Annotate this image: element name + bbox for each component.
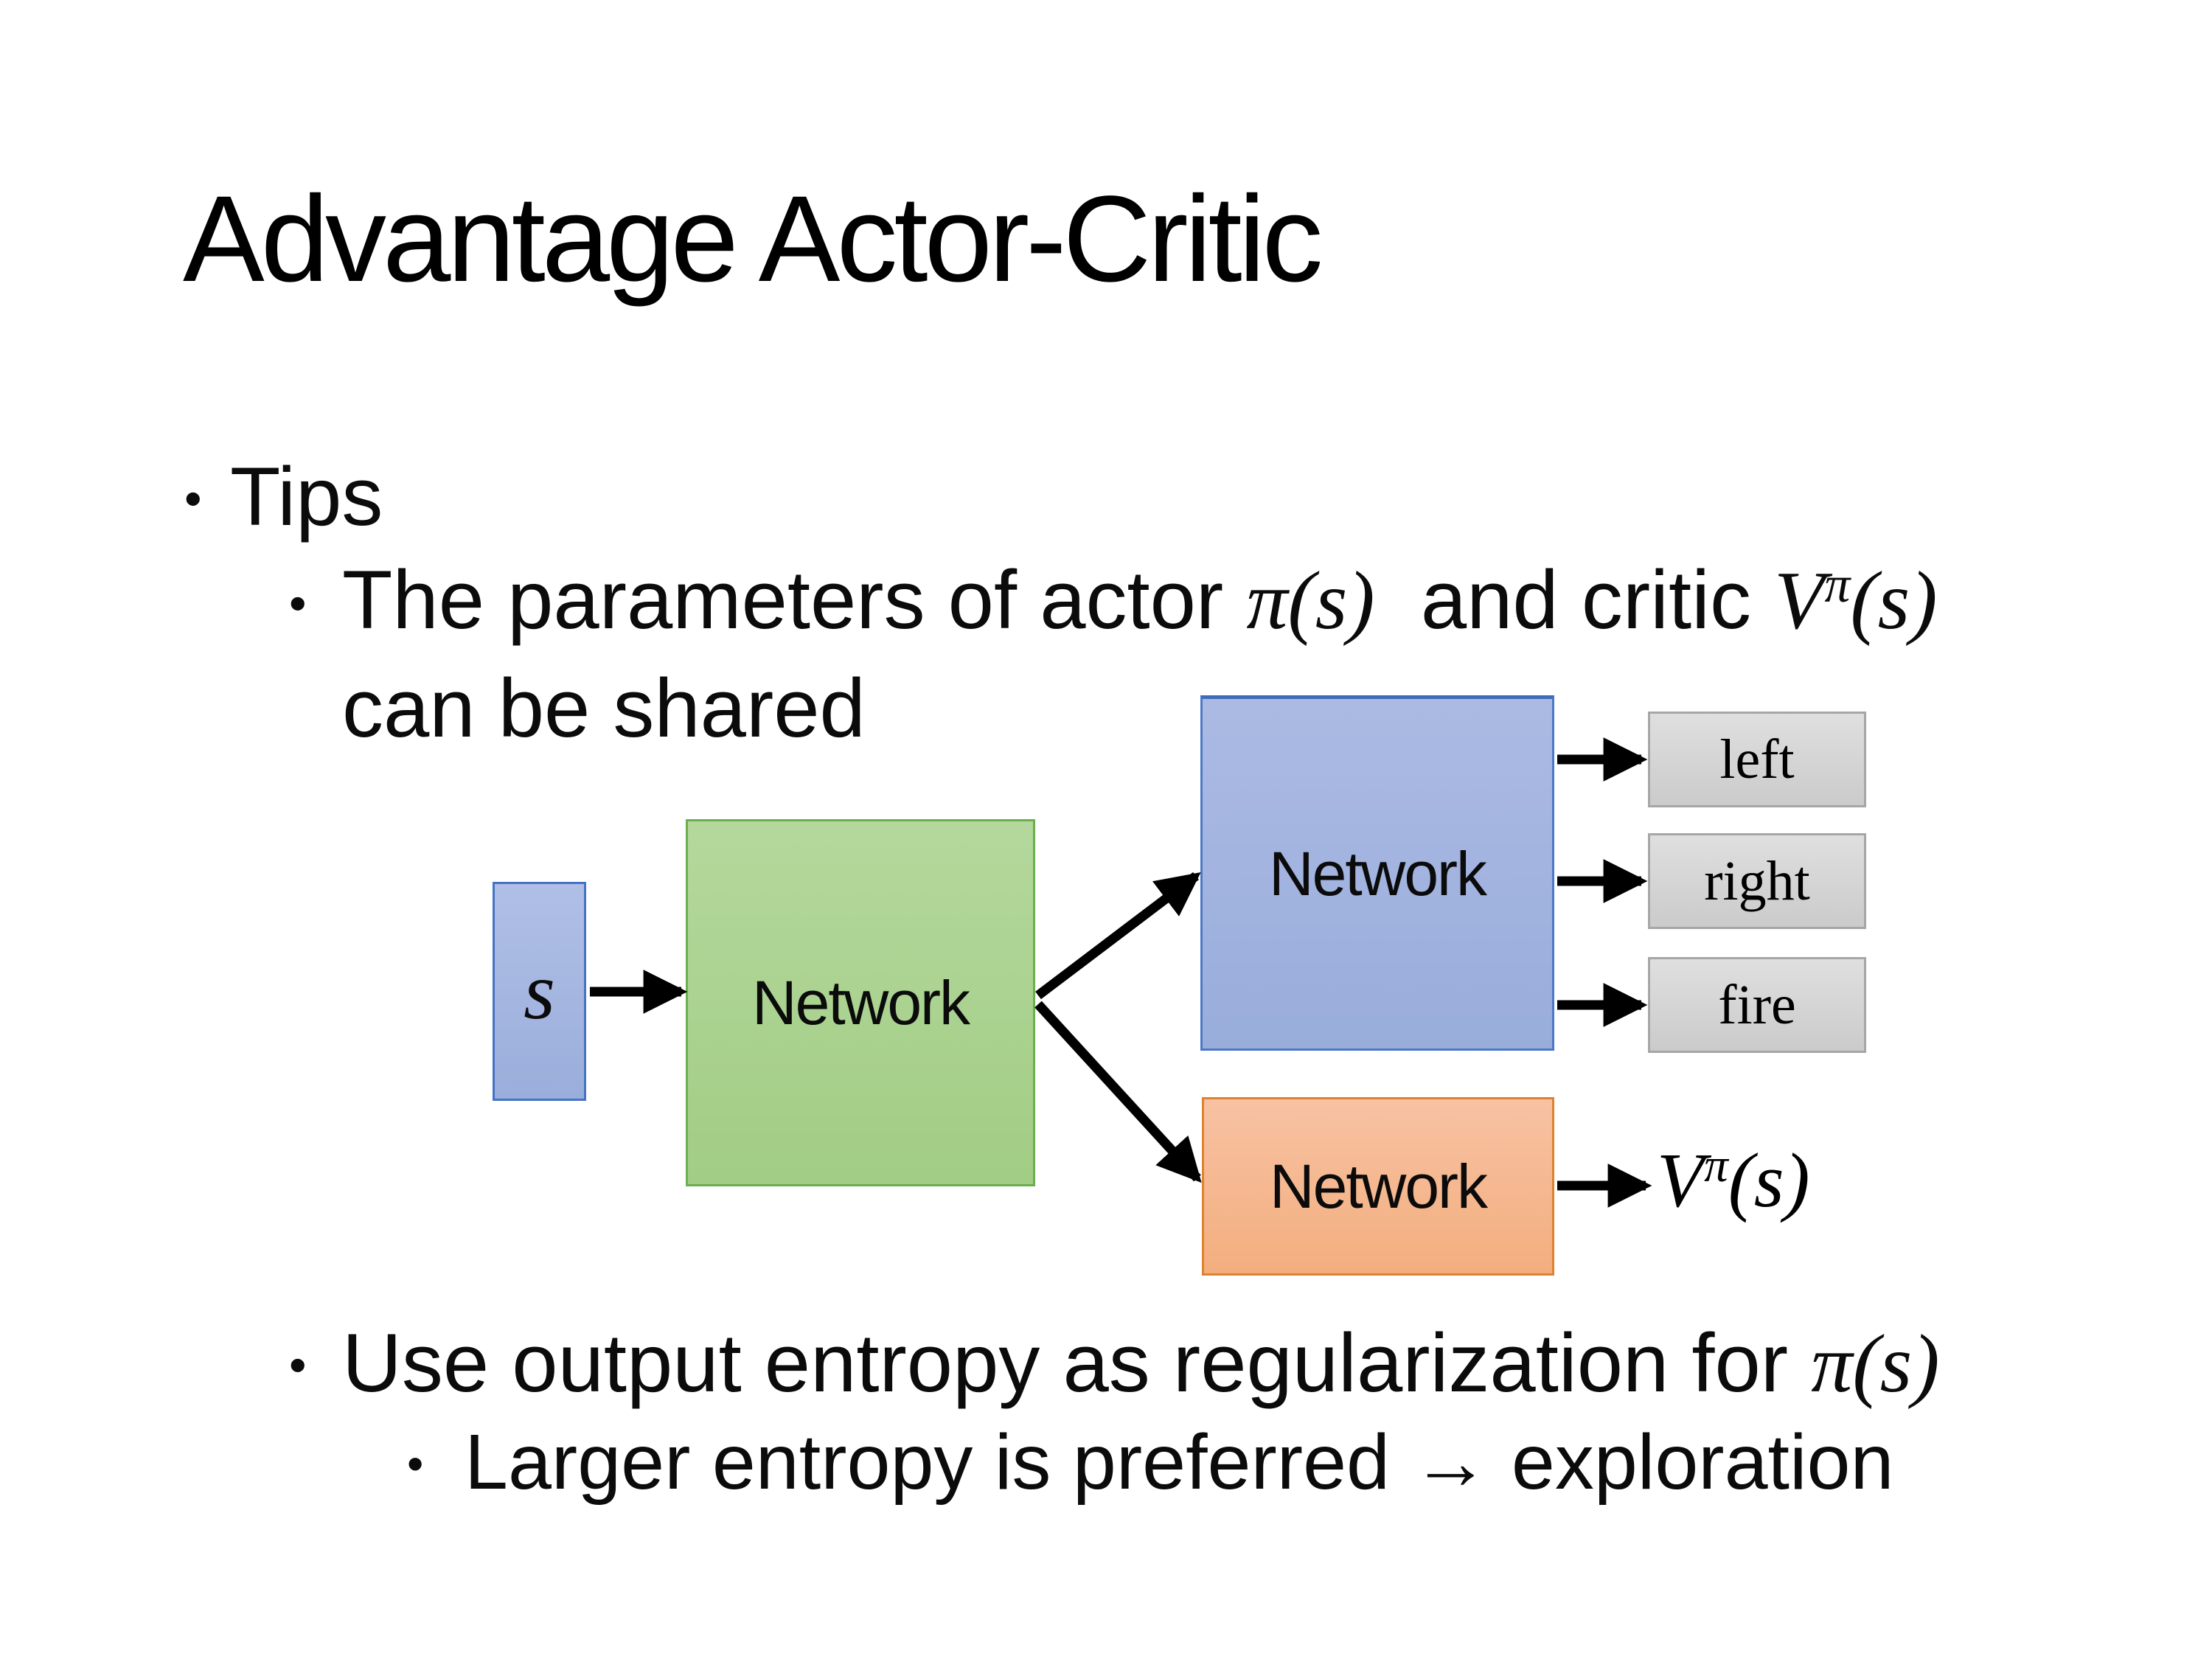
arrow-shared-to-critic xyxy=(1034,1001,1202,1183)
text-run: Use output entropy as regularization for xyxy=(342,1317,1812,1409)
critic-output-superscript: π xyxy=(1704,1139,1728,1193)
arrow-shared-to-actor xyxy=(1035,872,1201,1000)
tips-label: Tips xyxy=(230,451,383,543)
critic-value-args: (s) xyxy=(1850,555,1938,647)
text-run: and critic xyxy=(1374,554,1775,646)
bullet-dot: • xyxy=(289,1337,307,1393)
action-label-left: left xyxy=(1719,728,1795,790)
action-box-left: left xyxy=(1648,712,1866,807)
bullet-dot: • xyxy=(407,1437,424,1490)
exploration-text: Larger entropy is preferred → exploratio… xyxy=(465,1419,1894,1506)
state-input-box: s xyxy=(493,882,586,1101)
actor-policy-math: π(s) xyxy=(1246,555,1375,647)
action-label-right: right xyxy=(1704,849,1810,912)
actor-network-label: Network xyxy=(1268,838,1487,908)
bullet-parameters-shared: • The parameters of actor π(s) and criti… xyxy=(289,552,1938,757)
entropy-text: Use output entropy as regularization for… xyxy=(342,1313,1940,1414)
action-label-fire: fire xyxy=(1718,973,1796,1036)
bullet-tips: • Tips xyxy=(184,447,383,547)
bullet-dot: • xyxy=(184,470,202,526)
actor-network-box: Network xyxy=(1200,695,1554,1051)
text-run: The parameters of actor xyxy=(342,554,1247,646)
parameters-line1: The parameters of actor π(s) and critic … xyxy=(342,552,1938,660)
state-label: s xyxy=(524,946,555,1036)
bullet-entropy-regularization: • Use output entropy as regularization f… xyxy=(289,1313,1940,1414)
critic-network-box: Network xyxy=(1202,1097,1554,1276)
shared-network-label: Network xyxy=(751,967,970,1037)
critic-output-args: (s) xyxy=(1728,1137,1810,1223)
bullet-exploration: • Larger entropy is preferred → explorat… xyxy=(407,1415,1893,1509)
parameters-line2: can be shared xyxy=(342,662,866,754)
action-box-fire: fire xyxy=(1648,957,1866,1053)
critic-value-math: V xyxy=(1774,555,1825,647)
shared-network-box: Network xyxy=(686,819,1035,1186)
policy-math: π(s) xyxy=(1811,1318,1940,1410)
bullet-dot: • xyxy=(289,575,307,631)
parameters-shared-text: The parameters of actor π(s) and critic … xyxy=(342,552,1938,757)
action-box-right: right xyxy=(1648,833,1866,929)
critic-value-superscript: π xyxy=(1824,556,1851,613)
critic-network-label: Network xyxy=(1269,1151,1488,1221)
slide-title: Advantage Actor-Critic xyxy=(183,171,1323,307)
critic-output-base: V xyxy=(1657,1137,1705,1223)
critic-output-math: Vπ(s) xyxy=(1657,1139,1810,1230)
